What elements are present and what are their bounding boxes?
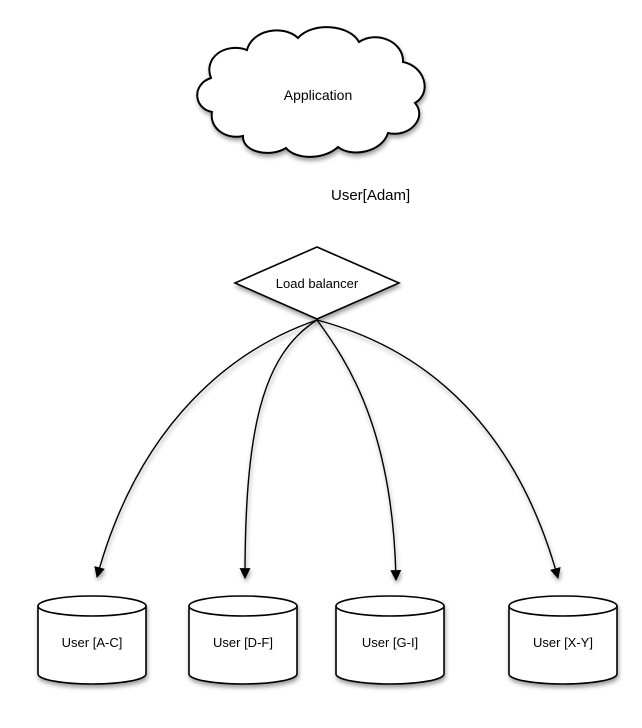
load-balancer-node: Load balancer <box>233 246 401 320</box>
cylinder-top <box>335 595 445 617</box>
shard-label-g-i: User [G-I] <box>362 635 418 650</box>
lb-to-shard-2-arrow <box>239 319 318 580</box>
edge-lb-to-shard-1 <box>94 319 318 579</box>
shard-node-x-y: User [X-Y] <box>508 595 618 685</box>
shard-label-d-f: User [D-F] <box>213 635 273 650</box>
cylinder-body <box>508 606 618 685</box>
load-balancer-label: Load balancer <box>276 276 359 291</box>
shard-label-a-c: User [A-C] <box>62 635 123 650</box>
lb-to-shard-1-arrow <box>94 319 318 579</box>
cylinder-body <box>37 606 147 685</box>
shard-label-x-y: User [X-Y] <box>533 635 593 650</box>
edge-app-to-lb: User[Adam] <box>311 153 410 235</box>
application-label: Application <box>284 87 353 103</box>
cylinder-top <box>508 595 618 617</box>
edge-lb-to-shard-4 <box>316 319 561 580</box>
cloud-shape <box>196 26 426 158</box>
shard-node-g-i: User [G-I] <box>335 595 445 685</box>
edge-label-user-adam: User[Adam] <box>331 187 410 204</box>
shard-node-d-f: User [D-F] <box>188 595 298 685</box>
cylinder-body <box>335 606 445 685</box>
application-cloud-node: Application <box>196 26 426 158</box>
edge-lb-to-shard-3 <box>316 319 402 582</box>
shard-node-a-c: User [A-C] <box>37 595 147 685</box>
lb-to-shard-4-arrow <box>316 319 561 580</box>
lb-to-shard-3-arrow <box>316 319 402 582</box>
cylinder-body <box>188 606 298 685</box>
cylinder-top <box>188 595 298 617</box>
diamond-shape <box>233 246 401 320</box>
edge-lb-to-shard-2 <box>239 319 318 580</box>
cylinder-top <box>37 595 147 617</box>
